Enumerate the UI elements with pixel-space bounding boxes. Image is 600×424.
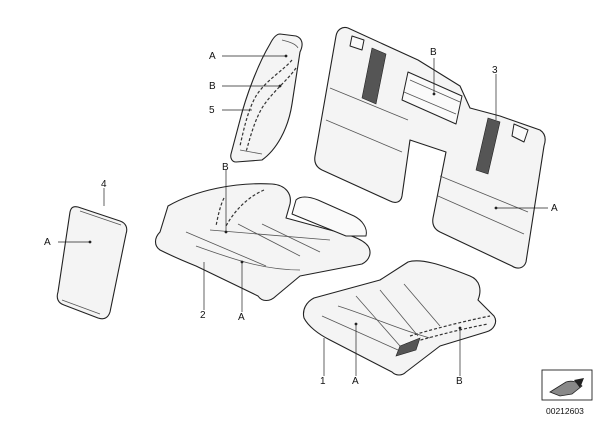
label-part-2-seam-material: B: [222, 162, 229, 173]
part-5-side-bolster: [230, 33, 303, 163]
part-2-seat-cushion: [154, 183, 371, 302]
label-part-1-seam-material: B: [456, 376, 463, 387]
label-part-5-top-material: A: [209, 51, 216, 62]
label-part-4-material: A: [44, 237, 51, 248]
part-1-seat-cushion: [302, 260, 497, 376]
callout-labels: 4 A A B 5 B 2 A B 3 A 1 A B: [44, 47, 558, 387]
label-part-5-number: 5: [209, 105, 215, 116]
reference-thumbnail: [541, 369, 593, 401]
reference-arrow-icon: [574, 378, 584, 388]
label-part-2-material: A: [238, 312, 245, 323]
label-part-4-number: 4: [101, 179, 107, 190]
label-backrest-insert-material: B: [430, 47, 437, 58]
leader-lines: [58, 54, 548, 376]
part-4-side-cushion: [56, 206, 128, 320]
label-part-1-number: 1: [320, 376, 326, 387]
label-part-5-seam-material: B: [209, 81, 216, 92]
part-3-backrest-cover: [314, 26, 546, 269]
diagram-number: 00212603: [546, 406, 584, 416]
label-part-2-number: 2: [200, 310, 206, 321]
label-part-3-number: 3: [492, 65, 498, 76]
label-part-3-material: A: [551, 203, 558, 214]
label-part-1-material: A: [352, 376, 359, 387]
